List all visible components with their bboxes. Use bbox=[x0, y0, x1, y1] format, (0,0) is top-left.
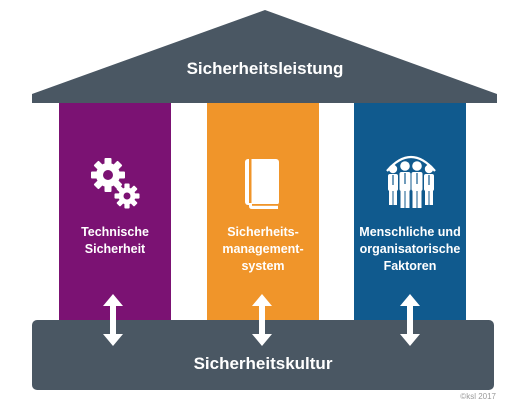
roof-title: Sicherheitsleistung bbox=[186, 59, 344, 78]
double-arrow-icon bbox=[103, 294, 123, 346]
double-arrow-icon bbox=[252, 294, 272, 346]
pillar-label: Menschliche und organisatorische Faktore… bbox=[359, 225, 461, 273]
roof bbox=[32, 10, 497, 103]
foundation-title: Sicherheitskultur bbox=[193, 354, 333, 373]
gears-icon bbox=[91, 158, 140, 209]
copyright-note: ©ksl 2017 bbox=[460, 392, 496, 401]
pillar-label: Technische Sicherheit bbox=[81, 225, 149, 256]
pillar-human-factors: Menschliche und organisatorische Faktore… bbox=[354, 103, 466, 325]
people-group-icon bbox=[386, 156, 436, 208]
book-icon bbox=[245, 159, 279, 209]
double-arrow-icon bbox=[400, 294, 420, 346]
pillar-safety-management: Sicherheits- management- system bbox=[207, 103, 319, 325]
pillar-technical-safety: Technische Sicherheit bbox=[59, 103, 171, 325]
pillar-label: Sicherheits- management- system bbox=[222, 225, 304, 273]
